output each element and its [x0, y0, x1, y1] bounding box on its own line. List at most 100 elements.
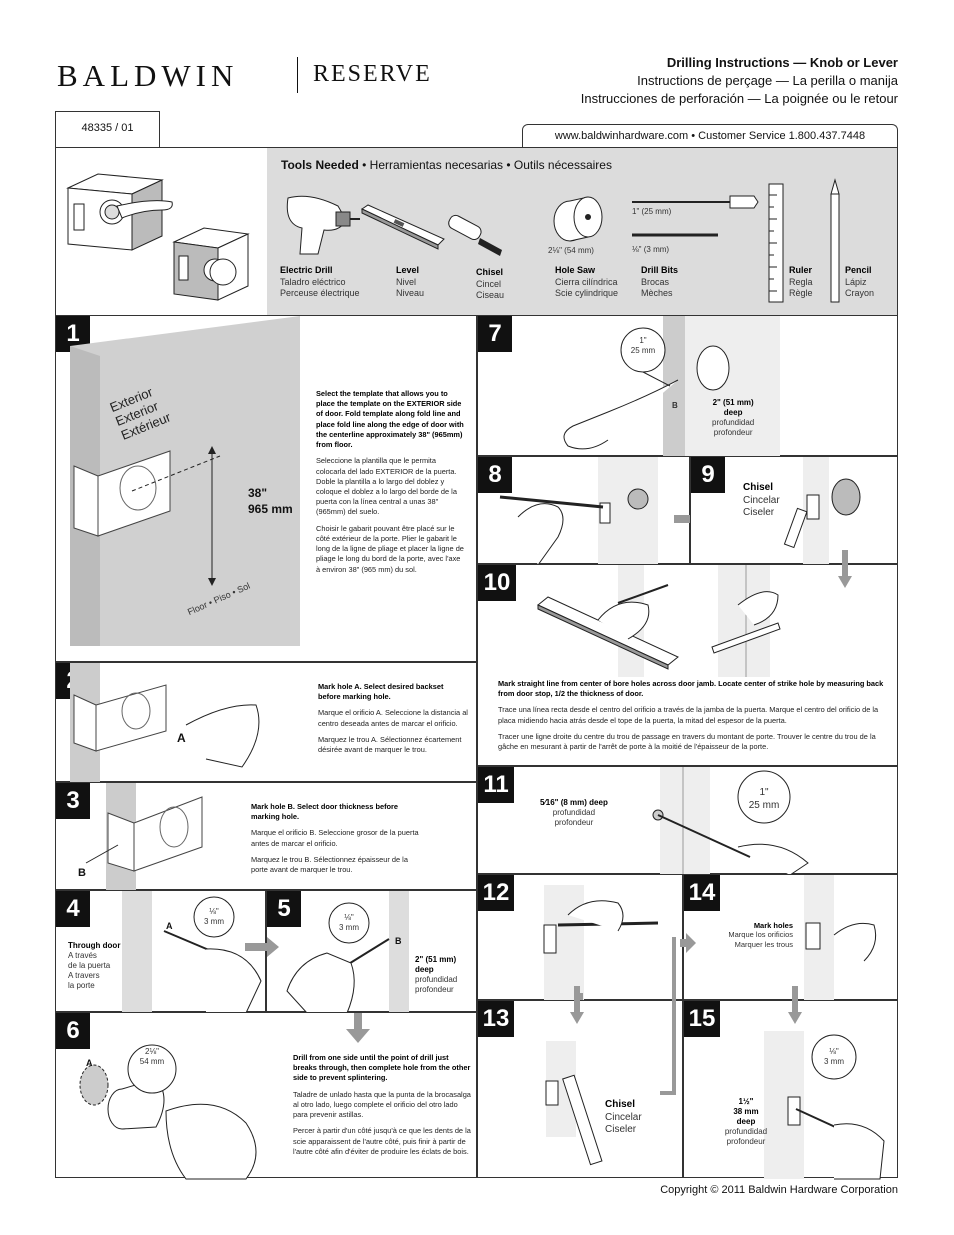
tools-heading: Tools Needed • Herramientas necesarias •…: [281, 158, 612, 172]
step-11-number: 11: [478, 767, 514, 803]
step-10-text: Mark straight line from center of bore h…: [498, 679, 884, 752]
step-6-illustration: [79, 1013, 370, 1180]
step-12-number: 12: [478, 875, 514, 911]
step-5-mark: B: [395, 936, 402, 946]
arrow-down-icon: [570, 986, 584, 1024]
step-5-illustration: [245, 891, 409, 1014]
twist-bit-icon: [632, 233, 718, 237]
step-4-number: 4: [56, 891, 90, 927]
title-en: Drilling Instructions — Knob or Lever: [666, 55, 898, 70]
step-10-number: 10: [478, 565, 516, 601]
step-7-size: 1"25 mm: [630, 336, 656, 355]
step-11-illustration: [652, 767, 809, 876]
brand-divider: [297, 57, 298, 93]
step-3-number: 3: [56, 783, 90, 819]
step-13-number: 13: [478, 1001, 514, 1037]
step-11-size: 1"25 mm: [748, 787, 780, 811]
step-14-illustration: [680, 875, 877, 1001]
height-label: 38"965 mm: [248, 486, 293, 516]
lever-lock-illustration: [66, 173, 250, 301]
step-10-panel: 10 Mark straight line from center of bor…: [477, 564, 898, 766]
step-15-illustration: [764, 1031, 885, 1180]
step-2-mark: A: [177, 731, 186, 745]
step-7-number: 7: [478, 316, 512, 352]
step-13-illustration: [545, 937, 676, 1166]
holesaw-size: 2⅛" (54 mm): [548, 246, 594, 255]
step-6-size: 2⅛"54 mm: [139, 1047, 165, 1066]
part-number: 48335 / 01: [55, 111, 160, 148]
step-7-drill-illustration: [563, 316, 780, 457]
title-es: Instrucciones de perforación — La poigné…: [580, 91, 898, 106]
step-6-panel: 6 A 2⅛"54 mm Drill from one side until t…: [55, 1012, 477, 1180]
step-15-number: 15: [684, 1001, 720, 1037]
step-8-number: 8: [478, 457, 512, 493]
step-4-mark: A: [166, 921, 173, 931]
drill-icon: [286, 195, 360, 255]
step-5-size: ⅛"3 mm: [339, 913, 359, 932]
step-2-panel: 2 A Mark hole A. Select desired backset …: [55, 662, 477, 783]
step-7-mark: B: [672, 401, 678, 410]
spade-bit-icon: [632, 195, 759, 209]
hole-saw-icon: [553, 196, 603, 242]
step-1-panel: 1 Exterior Exterior Extérieur 38"965 mm …: [55, 315, 477, 662]
step-3-panel: 3 B Mark hole B. Select door thickness b…: [55, 782, 477, 891]
step-9-illustration: [783, 457, 861, 565]
step-2-text: Mark hole A. Select desired backset befo…: [318, 682, 468, 755]
step-10-illustration: [537, 565, 781, 677]
step-15-size: ⅛"3 mm: [824, 1047, 844, 1066]
brand-sub: RESERVE: [313, 61, 432, 87]
door-template-illustration: [70, 316, 300, 646]
step-9-number: 9: [691, 457, 725, 493]
step-6-text: Drill from one side until the point of d…: [293, 1053, 471, 1156]
brand-logo: BALDWIN: [57, 58, 239, 93]
arrow-down-icon: [838, 550, 852, 588]
bit-small-size: ⅛" (3 mm): [632, 245, 670, 254]
step-14-number: 14: [684, 875, 720, 911]
contact-info: www.baldwinhardware.com • Customer Servi…: [522, 124, 898, 148]
arrow-down-icon: [788, 986, 802, 1024]
step-1-text: Select the template that allows you to p…: [316, 389, 464, 574]
level-icon: [360, 204, 445, 250]
bit-large-size: 1" (25 mm): [632, 207, 672, 216]
step-12-illustration: [543, 885, 659, 1005]
step-6-mark: A: [86, 1058, 93, 1068]
ruler-icon: [768, 183, 784, 303]
step-8-panel: 8: [477, 456, 712, 566]
step-12-panel: 12: [477, 874, 683, 1005]
pencil-icon: [830, 178, 840, 303]
chisel-icon: [448, 214, 502, 256]
step-3-illustration: [85, 783, 203, 891]
step-4-illustration: [122, 891, 262, 1014]
step-4-size: ⅛"3 mm: [204, 907, 224, 926]
step-8-illustration: [499, 457, 712, 566]
step-2-illustration: [70, 663, 260, 783]
step-3-mark: B: [78, 867, 86, 879]
step-3-text: Mark hole B. Select door thickness befor…: [251, 802, 419, 875]
step-6-number: 6: [56, 1013, 90, 1049]
title-fr: Instructions de perçage — La perilla o m…: [637, 73, 898, 88]
copyright: Copyright © 2011 Baldwin Hardware Corpor…: [660, 1184, 898, 1196]
